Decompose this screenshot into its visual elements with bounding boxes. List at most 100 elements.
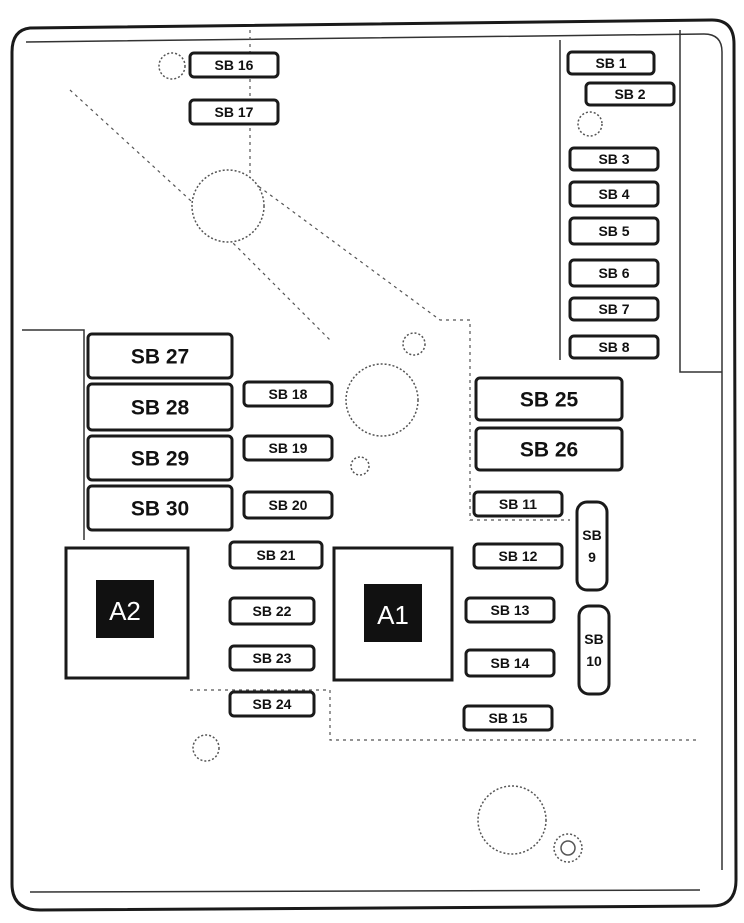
fuse-sb-1-body	[566, 50, 656, 76]
bolt-mid	[350, 456, 370, 476]
fuse-sb-22-body	[228, 596, 316, 626]
fuse-sb-20: SB 20	[242, 490, 334, 520]
bolt-top-left	[158, 52, 186, 80]
fuse-sb-10-body	[577, 604, 611, 696]
fuse-sb-4-label: SB 4	[598, 186, 629, 202]
fuse-sb-16-label: SB 16	[215, 57, 254, 73]
fuse-sb-26-label: SB 26	[520, 439, 578, 462]
fuse-sb-29-body	[86, 434, 234, 482]
fuse-sb-22: SB 22	[228, 596, 316, 626]
relay-A1: A1	[332, 546, 454, 682]
housing-bottom-edge	[29, 889, 701, 893]
fuse-sb-26-body	[474, 426, 624, 472]
fuse-sb-4-body	[568, 180, 660, 208]
fuse-sb-8-body	[568, 334, 660, 360]
fuse-sb-10-label-line: SB	[584, 631, 603, 647]
fuse-sb-2: SB 2	[584, 81, 676, 107]
fuse-sb-11-body	[472, 490, 564, 518]
fuse-sb-22-label: SB 22	[253, 603, 292, 619]
fuse-sb-15: SB 15	[462, 704, 554, 732]
fuse-sb-30: SB 30	[86, 484, 234, 532]
relay-A2: A2	[64, 546, 190, 680]
fuse-sb-6-body	[568, 258, 660, 288]
fuse-sb-27-body	[86, 332, 234, 380]
relay-A2-tag	[96, 580, 154, 638]
fuse-sb-7-body	[568, 296, 660, 322]
fuse-sb-13: SB 13	[464, 596, 556, 624]
fuse-box-outline	[10, 18, 738, 912]
fuse-sb-7-label: SB 7	[598, 301, 629, 317]
fuse-layer: SB 1SB 2SB 3SB 4SB 5SB 6SB 7SB 8SB9SB10S…	[86, 50, 676, 732]
fuse-sb-6-label: SB 6	[598, 265, 629, 281]
large-boss-upper	[191, 169, 265, 243]
fuse-sb-16: SB 16	[188, 51, 280, 79]
fuse-sb-21: SB 21	[228, 540, 324, 570]
relay-A2-label: A2	[109, 596, 141, 626]
fuse-sb-18: SB 18	[242, 380, 334, 408]
fuse-sb-23-body	[228, 644, 316, 672]
large-boss-lower	[477, 785, 547, 855]
fuse-sb-5-label: SB 5	[598, 223, 629, 239]
fuse-sb-28: SB 28	[86, 382, 234, 432]
fuse-sb-2-label: SB 2	[614, 86, 645, 102]
fuse-sb-23: SB 23	[228, 644, 316, 672]
relay-A1-tag	[364, 584, 422, 642]
lower-boundary	[329, 690, 700, 741]
fuse-sb-24-label: SB 24	[253, 696, 292, 712]
fuse-sb-7: SB 7	[568, 296, 660, 322]
fuse-sb-3-label: SB 3	[598, 151, 629, 167]
fuse-sb-29-label: SB 29	[131, 448, 189, 471]
left-panel-line	[22, 329, 85, 540]
fuse-sb-12-body	[472, 542, 564, 570]
fuse-sb-5: SB 5	[568, 216, 660, 246]
fuse-sb-13-label: SB 13	[491, 602, 530, 618]
right-channel	[679, 30, 722, 373]
fuse-sb-17-label: SB 17	[215, 104, 254, 120]
fuse-sb-24: SB 24	[228, 690, 316, 718]
fuse-sb-27-label: SB 27	[131, 346, 189, 369]
fuse-sb-9-label-line: 9	[588, 549, 596, 565]
fuse-sb-3: SB 3	[568, 146, 660, 172]
fuse-sb-25: SB 25	[474, 376, 624, 422]
fuse-sb-4: SB 4	[568, 180, 660, 208]
fuse-sb-1-label: SB 1	[595, 55, 626, 71]
fuse-sb-20-body	[242, 490, 334, 520]
fuse-sb-8-label: SB 8	[598, 339, 629, 355]
fuse-sb-26: SB 26	[474, 426, 624, 472]
fuse-sb-12-label: SB 12	[499, 548, 538, 564]
fuse-sb-28-body	[86, 382, 234, 432]
fuse-sb-13-body	[464, 596, 556, 624]
fuse-sb-11-label: SB 11	[499, 496, 537, 512]
fuse-sb-14-label: SB 14	[491, 655, 530, 671]
bolt-lower-right	[553, 833, 583, 863]
fuse-sb-17-body	[188, 98, 280, 126]
fuse-sb-18-label: SB 18	[269, 386, 308, 402]
fuse-sb-6: SB 6	[568, 258, 660, 288]
housing-inner-edge	[25, 33, 723, 870]
fuse-sb-19-label: SB 19	[269, 440, 308, 456]
fuse-sb-25-label: SB 25	[520, 389, 579, 412]
fuse-sb-28-label: SB 28	[131, 397, 190, 420]
large-boss-center	[345, 363, 419, 437]
diagonal-rib	[69, 89, 331, 341]
fuse-sb-21-body	[228, 540, 324, 570]
fuse-sb-9-label-line: SB	[582, 527, 601, 543]
fuse-sb-23-label: SB 23	[253, 650, 292, 666]
fuse-sb-18-body	[242, 380, 334, 408]
fuse-sb-29: SB 29	[86, 434, 234, 482]
fuse-sb-14: SB 14	[464, 648, 556, 678]
inner-boundary	[249, 30, 570, 521]
bolt-top-right	[577, 111, 603, 137]
fuse-sb-8: SB 8	[568, 334, 660, 360]
fuse-sb-30-body	[86, 484, 234, 532]
fuse-sb-30-label: SB 30	[131, 498, 189, 521]
fuse-sb-19: SB 19	[242, 434, 334, 462]
fuse-sb-14-body	[464, 648, 556, 678]
fuse-sb-25-body	[474, 376, 624, 422]
fuse-sb-3-body	[568, 146, 660, 172]
bolt-lower-right-inner	[560, 840, 576, 856]
relay-A1-label: A1	[377, 600, 409, 630]
fuse-sb-9: SB 9	[575, 500, 609, 592]
